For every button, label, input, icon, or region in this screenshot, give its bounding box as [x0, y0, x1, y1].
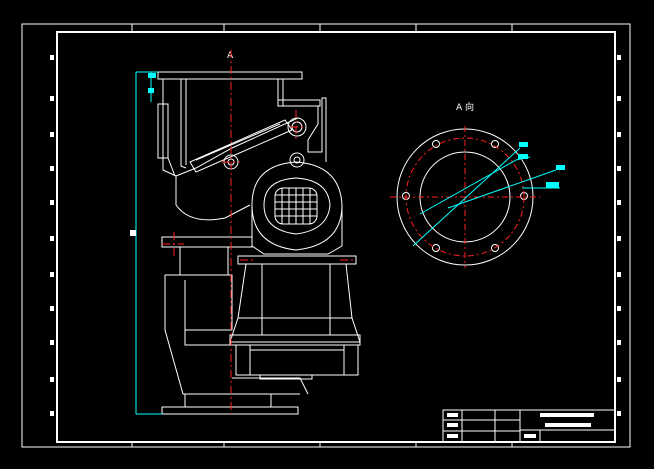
flange-centerlines — [390, 126, 540, 268]
sheet-frame — [21, 23, 631, 448]
dimension-marks — [148, 73, 156, 93]
title-block-text-marks — [447, 413, 594, 438]
zone-ticks — [50, 55, 621, 416]
dimension-text-marker — [130, 230, 136, 236]
zone-dividers — [131, 24, 513, 447]
inner-border — [56, 31, 616, 443]
leader-lines — [412, 147, 560, 247]
outer-border — [21, 23, 631, 448]
machine-elevation[interactable] — [157, 71, 361, 415]
view-title: A 向 — [456, 101, 474, 113]
centerlines — [162, 50, 354, 414]
title-block[interactable] — [442, 409, 616, 443]
leader-tags — [518, 142, 565, 188]
